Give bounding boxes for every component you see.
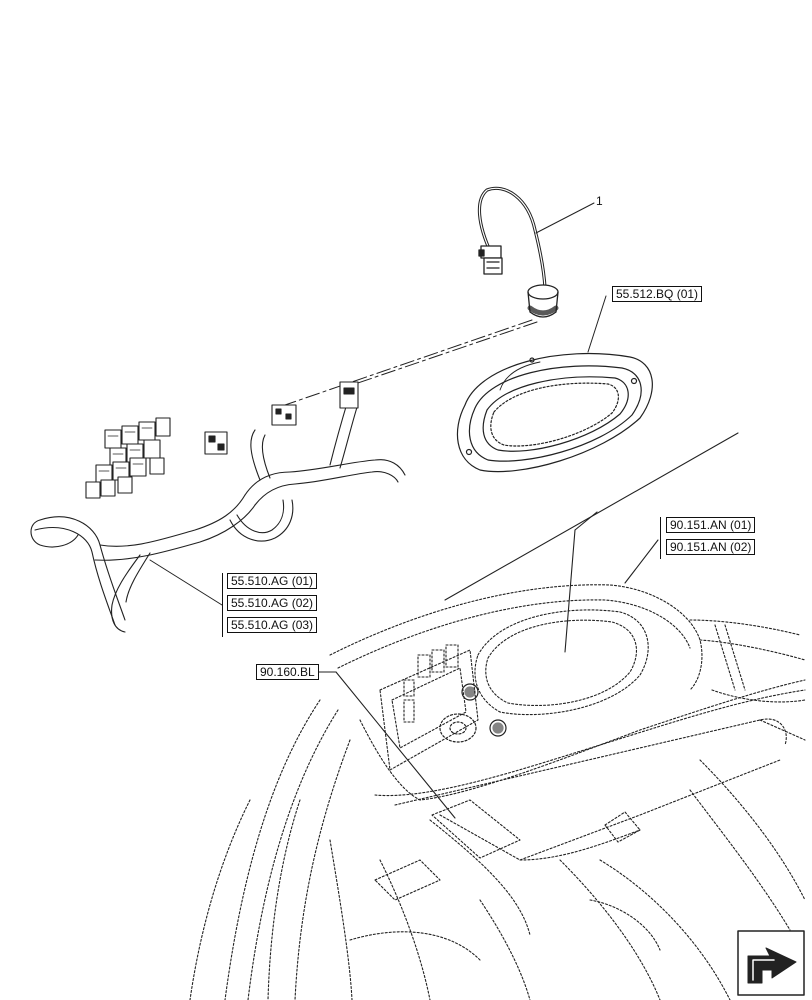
cluster-leaders [317, 432, 739, 819]
ref-harness-02[interactable]: 55.510.AG (02) [227, 595, 318, 611]
ref-dashboard-90-160-bl[interactable]: 90.160.BL [256, 664, 319, 680]
ref-cluster-02[interactable]: 90.151.AN (02) [666, 539, 756, 555]
view-direction-arrow-icon [737, 930, 805, 996]
dashboard-assembly [189, 584, 806, 1000]
assembly-lines [284, 319, 538, 406]
bezel-ring [456, 295, 653, 473]
ref-bracket-cluster [660, 517, 661, 559]
fuse-relay-cluster [85, 417, 171, 499]
ref-bracket-harness [222, 573, 223, 637]
wiring-harness [30, 381, 406, 633]
ref-bezel-55-512-bq[interactable]: 55.512.BQ (01) [612, 286, 703, 302]
callout-item-1: 1 [596, 194, 603, 208]
sensor-part-1 [477, 186, 595, 318]
ref-harness-03[interactable]: 55.510.AG (03) [227, 617, 318, 633]
ref-harness-01[interactable]: 55.510.AG (01) [227, 573, 318, 589]
ref-cluster-01[interactable]: 90.151.AN (01) [666, 517, 756, 533]
dashboard-knobs [439, 683, 507, 743]
